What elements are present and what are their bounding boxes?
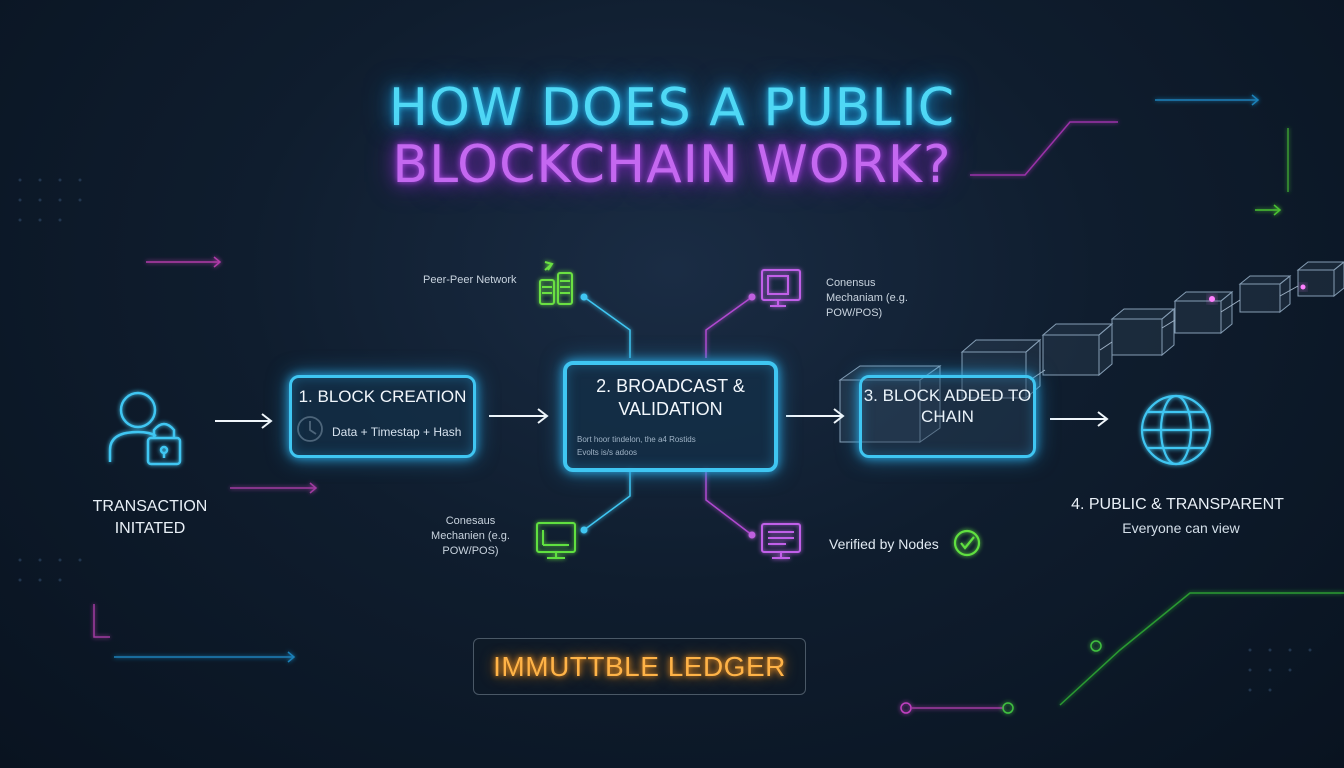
broadcast-validation-box: 2. BROADCAST & VALIDATION Bort hoor tind… — [563, 361, 778, 472]
broadcast-note-line-2: Evolts is/s adoos — [577, 448, 638, 457]
block-creation-subtitle: Data + Timestap + Hash — [332, 425, 462, 439]
dot-grid — [18, 178, 1312, 692]
monitor-icon-bottom-left — [536, 522, 576, 559]
immutable-ledger-badge: IMMUTTBLE LEDGER — [473, 638, 806, 695]
title-line-1: HOW DOES A PUBLIC — [388, 78, 956, 138]
checkmark-circle-icon — [953, 529, 981, 557]
block-creation-title: 1. BLOCK CREATION — [298, 387, 467, 406]
verified-by-nodes-label: Verified by Nodes — [829, 536, 939, 552]
peer-network-label: Peer-Peer Network — [423, 274, 517, 286]
consensus-top-label: Conensus Mechaniam (e.g. POW/POS) — [826, 277, 908, 319]
globe-icon — [1140, 394, 1212, 466]
title-line-2: BLOCKCHAIN WORK? — [392, 135, 952, 195]
user-lock-icon — [108, 391, 182, 466]
broadcast-validation-title: 2. BROADCAST & VALIDATION — [596, 376, 745, 419]
block-added-title: 3. BLOCK ADDED TO CHAIN — [863, 386, 1032, 426]
public-transparent-subtitle: Everyone can view — [1122, 520, 1240, 536]
flow-arrows — [215, 408, 1109, 429]
transaction-label: TRANSACTION INITATED — [92, 498, 208, 537]
block-added-box: 3. BLOCK ADDED TO CHAIN — [859, 375, 1036, 458]
server-network-icon — [539, 261, 573, 305]
block-chain-cubes — [838, 261, 1344, 443]
consensus-bottom-label: Conesaus Mechanien (e.g. POW/POS) — [431, 515, 510, 557]
monitor-icon-bottom-right — [761, 523, 801, 559]
public-transparent-title: 4. PUBLIC & TRANSPARENT — [1071, 496, 1284, 513]
broadcast-note-line-1: Bort hoor tindelon, the a4 Rostids — [577, 435, 696, 444]
monitor-icon-top — [761, 269, 801, 307]
block-creation-box: 1. BLOCK CREATION Data + Timestap + Hash — [289, 375, 476, 458]
